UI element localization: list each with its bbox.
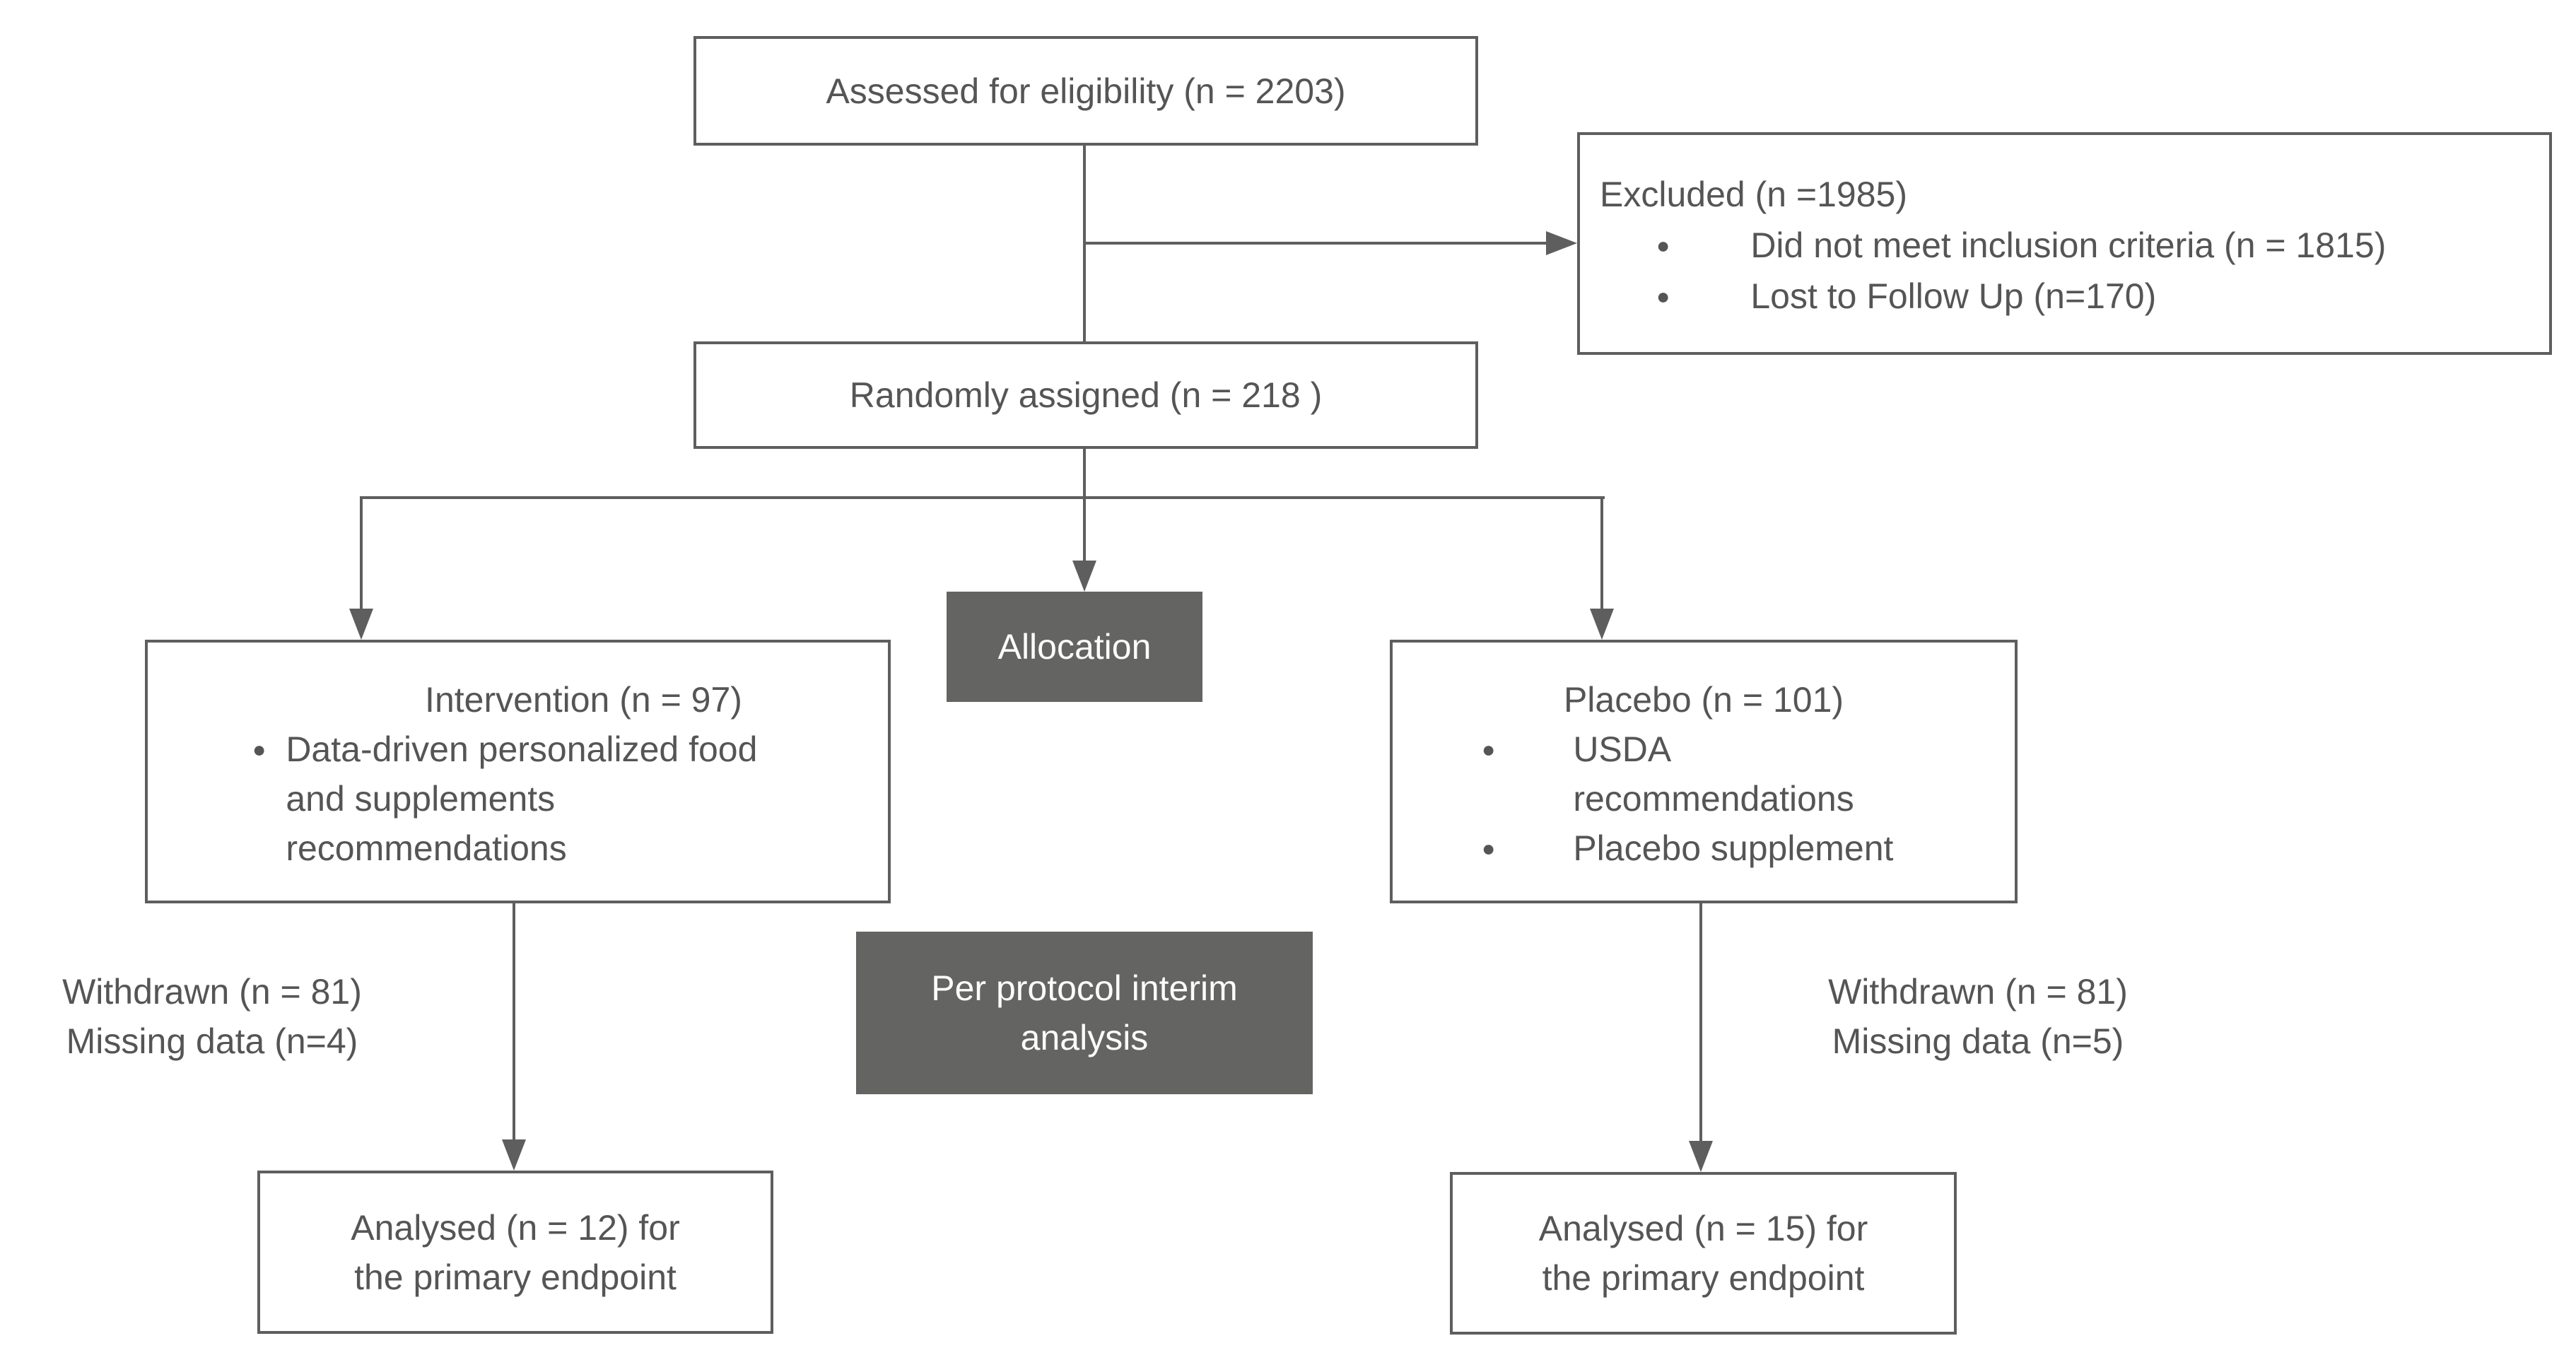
connector-randomized-to-branch (1083, 449, 1086, 499)
allocation-label: Allocation (997, 627, 1152, 667)
arrowhead-placebo-icon (1590, 609, 1614, 640)
per-protocol-label: Per protocol interim analysis (931, 968, 1238, 1057)
placebo-bullet-text: USDA recommendations (1573, 729, 1854, 819)
excluded-bullet-text: Lost to Follow Up (n=170) (1750, 276, 2157, 316)
analysed-left-box: Analysed (n = 12) for the primary endpoi… (257, 1171, 773, 1334)
intervention-box: Intervention (n = 97) ● Data-driven pers… (145, 640, 891, 903)
randomized-label: Randomly assigned (n = 218 ) (849, 375, 1323, 415)
bullet-icon: ● (1656, 233, 1670, 258)
connector-placebo-to-analysed (1699, 903, 1702, 1141)
analysed-right-box: Analysed (n = 15) for the primary endpoi… (1450, 1172, 1957, 1335)
arrowhead-analysed-right-icon (1689, 1141, 1713, 1172)
placebo-title: Placebo (n = 101) (1563, 680, 1844, 720)
allocation-banner: Allocation (947, 592, 1202, 702)
intervention-bullet-item: ● Data-driven personalized food and supp… (148, 725, 888, 873)
withdrawn-left-line1: Withdrawn (n = 81) (62, 972, 362, 1012)
connector-branch-to-allocation (1083, 496, 1086, 561)
connector-to-excluded (1083, 242, 1546, 245)
arrowhead-excluded-icon (1546, 231, 1577, 255)
assessed-label: Assessed for eligibility (n = 2203) (826, 71, 1346, 111)
arrowhead-analysed-left-icon (502, 1139, 526, 1171)
excluded-bullet-text: Did not meet inclusion criteria (n = 181… (1750, 225, 2387, 265)
intervention-title: Intervention (n = 97) (425, 680, 742, 720)
withdrawn-left-note: Withdrawn (n = 81) Missing data (n=4) (28, 967, 396, 1066)
analysed-left-label: Analysed (n = 12) for the primary endpoi… (351, 1207, 680, 1297)
placebo-bullet-item: ● Placebo supplement (1393, 823, 2015, 873)
withdrawn-left-line2: Missing data (n=4) (66, 1021, 358, 1061)
assessed-box: Assessed for eligibility (n = 2203) (693, 36, 1478, 146)
connector-branch-to-placebo (1600, 496, 1603, 609)
placebo-bullet-item: ● USDA recommendations (1393, 725, 2015, 823)
branch-line (360, 496, 1605, 499)
withdrawn-right-line1: Withdrawn (n = 81) (1828, 972, 2128, 1012)
per-protocol-banner: Per protocol interim analysis (856, 932, 1313, 1094)
connector-branch-to-intervention (360, 496, 363, 609)
analysed-right-label: Analysed (n = 15) for the primary endpoi… (1538, 1209, 1868, 1298)
arrowhead-intervention-icon (349, 609, 373, 640)
excluded-bullet-item: ● Lost to Follow Up (n=170) (1600, 271, 2528, 322)
bullet-icon: ● (252, 737, 267, 762)
arrowhead-allocation-icon (1072, 561, 1096, 592)
withdrawn-right-line2: Missing data (n=5) (1832, 1021, 2124, 1061)
bullet-icon: ● (1482, 737, 1496, 762)
withdrawn-right-note: Withdrawn (n = 81) Missing data (n=5) (1794, 967, 2162, 1066)
bullet-icon: ● (1482, 836, 1496, 861)
placebo-bullet-text: Placebo supplement (1573, 828, 1894, 868)
bullet-icon: ● (1656, 283, 1670, 309)
intervention-bullet-text: Data-driven personalized food and supple… (286, 729, 758, 868)
placebo-box: Placebo (n = 101) ● USDA recommendations… (1390, 640, 2018, 903)
excluded-title: Excluded (n =1985) (1600, 175, 1908, 214)
randomized-box: Randomly assigned (n = 218 ) (693, 341, 1478, 449)
connector-intervention-to-analysed (513, 903, 515, 1139)
excluded-bullet-item: ● Did not meet inclusion criteria (n = 1… (1600, 220, 2528, 271)
excluded-box: Excluded (n =1985) ● Did not meet inclus… (1577, 132, 2552, 355)
